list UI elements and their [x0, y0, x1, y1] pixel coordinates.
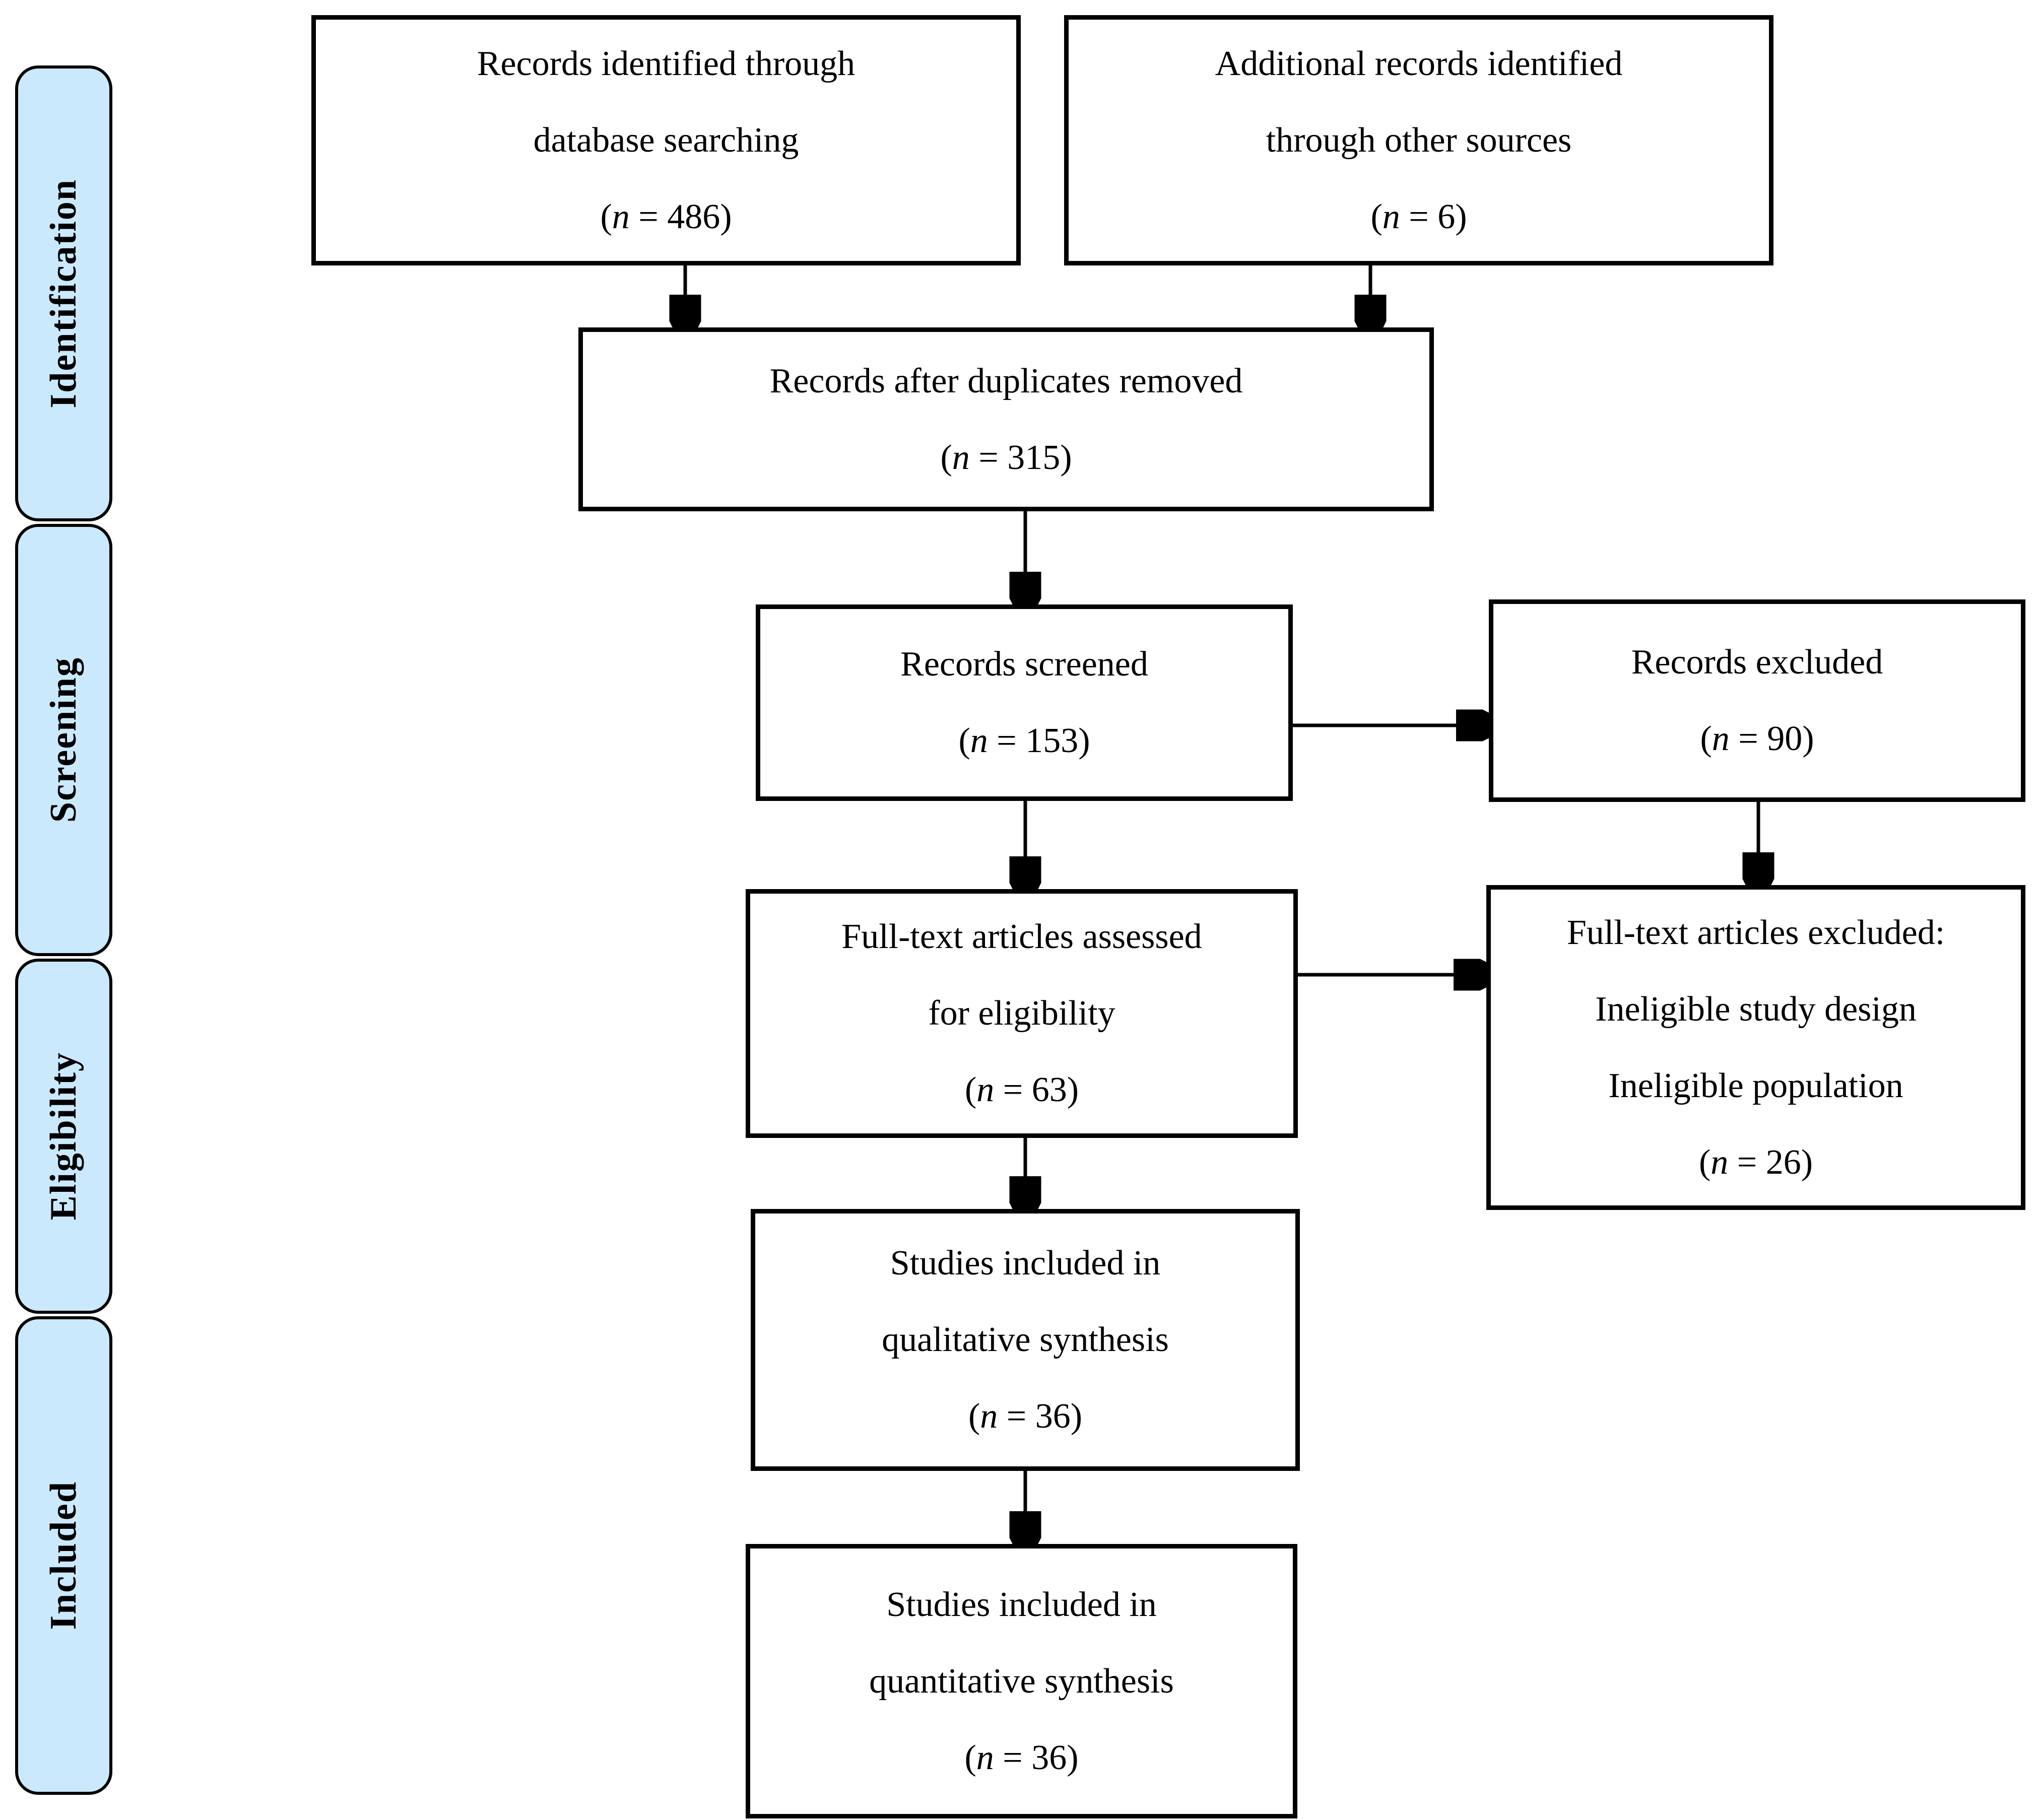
box-text-line: Records screened — [900, 645, 1148, 684]
box-text-line: Records identified through — [477, 44, 856, 83]
box-text-line: Records excluded — [1631, 643, 1883, 682]
box-text-line: Full-text articles assessed — [841, 917, 1202, 956]
box-fulltext-excluded: Full-text articles excluded: Ineligible … — [1486, 885, 2025, 1210]
box-n-count: (n = 36) — [964, 1738, 1079, 1777]
box-qualitative-synthesis: Studies included in qualitative synthesi… — [751, 1209, 1300, 1471]
box-quantitative-synthesis: Studies included in quantitative synthes… — [746, 1544, 1297, 1818]
box-text-line: database searching — [533, 120, 799, 160]
box-n-count: (n = 26) — [1698, 1142, 1813, 1182]
box-text-line: quantitative synthesis — [869, 1661, 1174, 1701]
box-text-line: qualitative synthesis — [882, 1320, 1169, 1359]
box-records-identified: Records identified through database sear… — [311, 15, 1021, 265]
phase-bar-eligibility: Eligibility — [15, 959, 112, 1314]
box-text-line: Ineligible population — [1608, 1066, 1903, 1105]
phase-label-identification: Identification — [43, 178, 84, 409]
phase-label-included: Included — [43, 1481, 84, 1630]
box-additional-records: Additional records identified through ot… — [1064, 15, 1773, 265]
box-n-count: (n = 315) — [940, 438, 1072, 477]
phase-bar-included: Included — [15, 1316, 112, 1795]
box-text-line: Ineligible study design — [1595, 989, 1917, 1029]
box-n-count: (n = 63) — [964, 1070, 1079, 1109]
box-n-count: (n = 6) — [1370, 197, 1467, 236]
phase-bar-screening: Screening — [15, 524, 112, 956]
phase-bar-identification: Identification — [15, 65, 112, 521]
box-records-excluded: Records excluded (n = 90) — [1489, 599, 2025, 802]
box-text-line: Studies included in — [890, 1244, 1161, 1283]
phase-label-eligibility: Eligibility — [43, 1052, 84, 1221]
box-records-screened: Records screened (n = 153) — [756, 604, 1293, 801]
box-n-count: (n = 486) — [600, 197, 732, 236]
box-after-duplicates: Records after duplicates removed (n = 31… — [578, 327, 1434, 511]
box-fulltext-assessed: Full-text articles assessed for eligibil… — [746, 889, 1298, 1138]
box-text-line: Additional records identified — [1215, 44, 1623, 83]
box-n-count: (n = 90) — [1700, 719, 1814, 758]
box-n-count: (n = 36) — [968, 1397, 1083, 1436]
box-n-count: (n = 153) — [958, 721, 1090, 760]
box-text-line: Records after duplicates removed — [769, 361, 1243, 400]
box-text-line: Studies included in — [886, 1585, 1157, 1624]
box-text-line: through other sources — [1266, 120, 1572, 160]
box-text-line: for eligibility — [928, 994, 1115, 1033]
box-text-line: Full-text articles excluded: — [1566, 913, 1945, 952]
phase-label-screening: Screening — [43, 657, 84, 823]
